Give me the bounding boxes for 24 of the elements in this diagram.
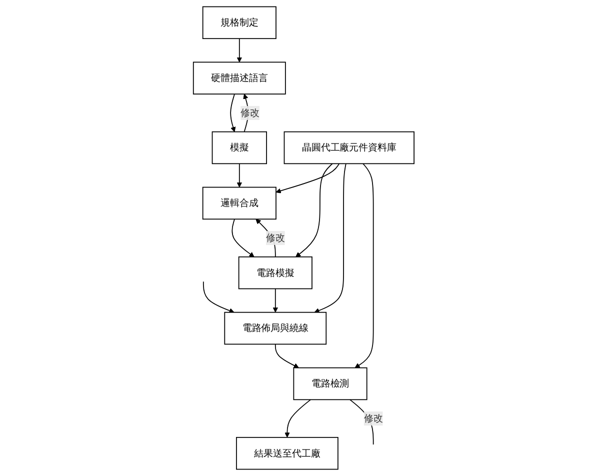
node-box: 結果送至代工廠 — [236, 436, 338, 470]
arrow — [284, 399, 312, 438]
arrow — [276, 163, 340, 194]
arrow — [203, 281, 234, 314]
arrow — [296, 163, 333, 258]
arrow — [354, 163, 374, 368]
arrow — [272, 288, 278, 313]
arrow — [236, 163, 242, 188]
edge-label: 修改 — [240, 107, 260, 118]
node-box: 電路檢測 — [293, 367, 368, 400]
node-box: 模擬 — [212, 131, 268, 164]
arrow — [232, 218, 254, 258]
node-box: 電路佈局與繞線 — [224, 312, 327, 345]
arrow — [236, 38, 242, 62]
node-box: 硬體描述語言 — [193, 62, 286, 94]
arrow — [314, 163, 346, 313]
arrow — [230, 94, 236, 132]
edge-label: 修改 — [364, 412, 383, 424]
node-box: 電路模擬 — [238, 256, 313, 290]
node-box: 邏輯合成 — [202, 186, 277, 220]
arrow — [275, 344, 300, 368]
edge-label: 修改 — [266, 232, 285, 244]
node-box: 規格制定 — [202, 6, 277, 40]
node-box: 晶圓代工廠元件資料庫 — [284, 131, 415, 164]
